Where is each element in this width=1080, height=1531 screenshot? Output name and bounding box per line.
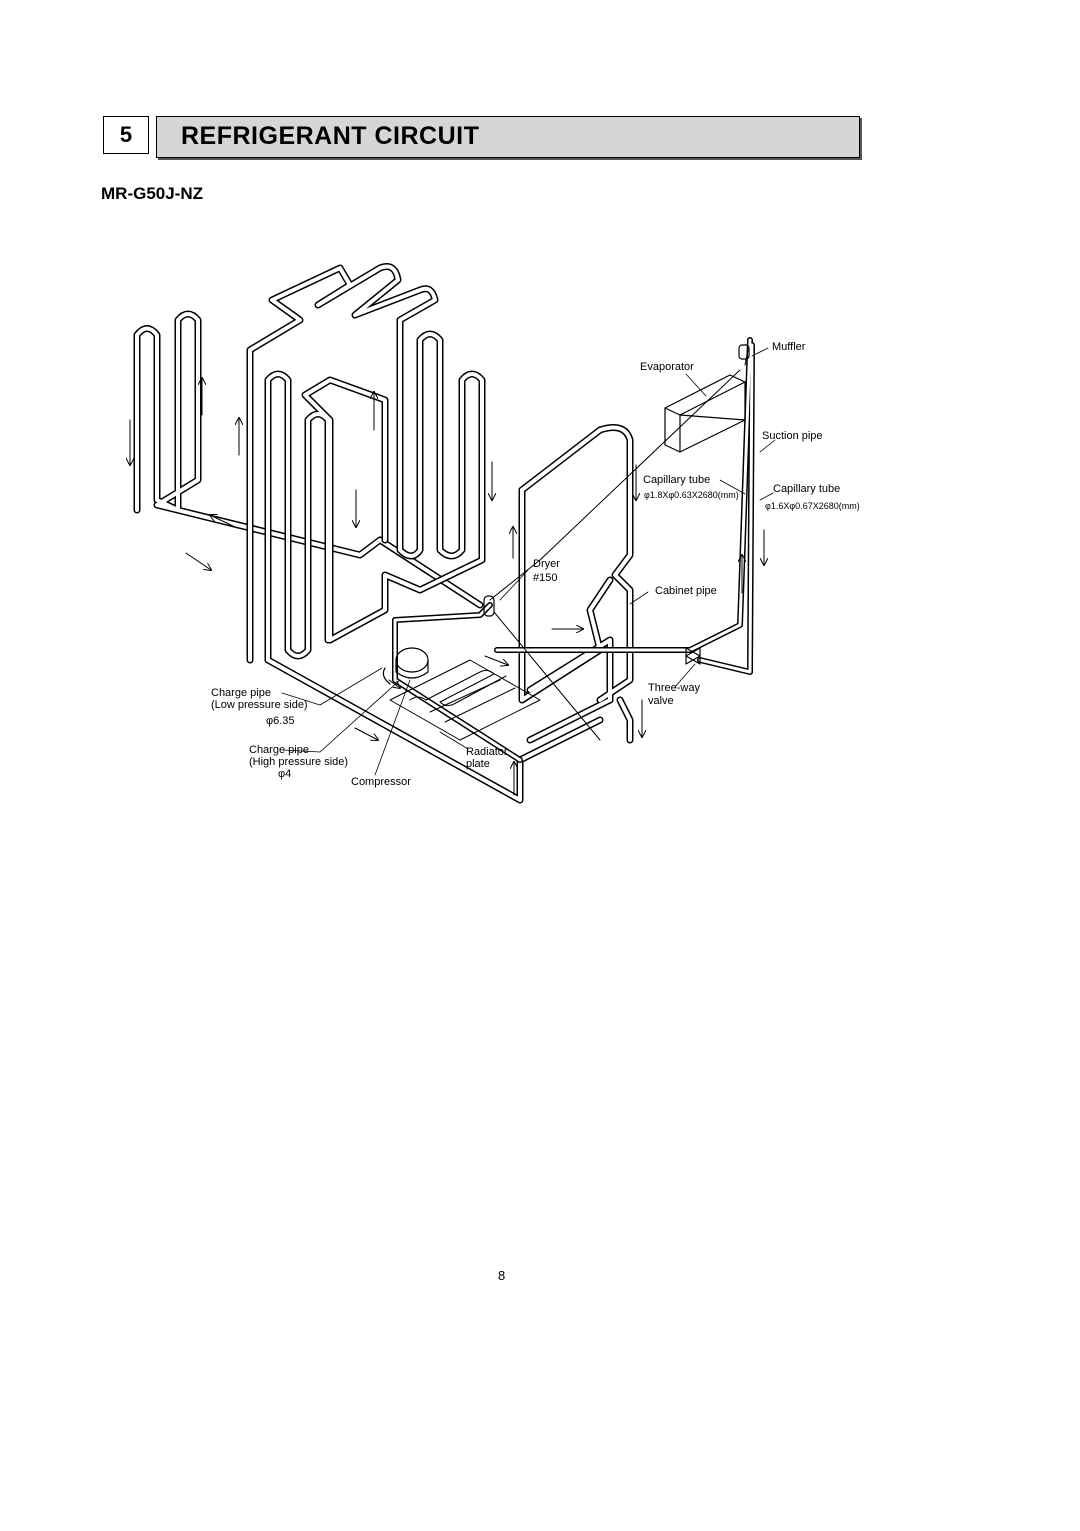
cabinet-pipe-label: Cabinet pipe [655,585,717,597]
radiator-label: Radiator [466,746,508,758]
evaporator [664,374,746,453]
page-number: 8 [498,1268,506,1283]
model-number: MR-G50J-NZ [101,184,204,203]
muffler [738,344,750,360]
charge-pipe-low-dim: φ6.35 [266,715,295,727]
charge-pipe-high-label: Charge pipe [249,744,309,756]
base-pipe-inner [393,338,754,762]
charge-pipe-high-side: (High pressure side) [249,756,349,768]
section-title: REFRIGERANT CIRCUIT [181,122,480,150]
compressor-label: Compressor [351,776,411,788]
capillary-spec-1: φ1.8Xφ0.63X2680(mm) [644,490,739,500]
capillary-suction [489,349,749,741]
charge-pipe-low-label: Charge pipe [211,687,271,699]
three-way-label: Three-way [648,682,700,694]
valve-label: valve [648,695,674,707]
dryer-spec: #150 [533,572,558,584]
evaporator-label: Evaporator [640,361,694,373]
capillary-tube-label-2: Capillary tube [773,483,841,495]
flow-arrows [130,378,764,796]
capillary-spec-2: φ1.6Xφ0.67X2680(mm) [765,501,860,511]
compressor [382,647,429,685]
leader-lines [281,347,776,776]
dryer-label: Dryer [533,558,560,570]
charge-pipe-low-side: (Low pressure side) [211,699,308,711]
charge-pipe-high-dim: φ4 [278,768,292,780]
muffler-label: Muffler [772,341,806,353]
base-pipe [392,337,755,763]
dryer [483,595,495,617]
section-title-bar: REFRIGERANT CIRCUIT [156,116,860,158]
three-way-valve [685,647,701,665]
section-number: 5 [103,116,149,154]
capillary-tube-label-1: Capillary tube [643,474,711,486]
back-wall-pipe-inner [248,264,602,802]
left-wall-pipe-inner [135,312,482,607]
suction-pipe-label: Suction pipe [762,430,823,442]
plate-label: plate [466,758,490,770]
radiator-plate [389,659,541,741]
